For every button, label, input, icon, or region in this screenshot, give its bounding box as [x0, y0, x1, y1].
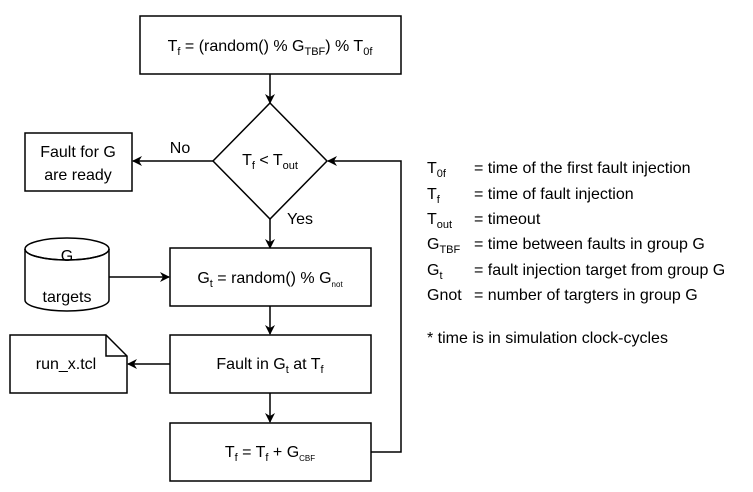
cylinder-line2: targets	[43, 289, 92, 306]
legend-row: T0f = time of the first fault injection	[427, 160, 691, 180]
edge-loop-back	[327, 156, 402, 453]
legend-symbol-sub: f	[436, 194, 440, 206]
legend-row: GTBF = time between faults in group G	[427, 236, 705, 256]
legend-row: Gt = fault injection target from group G	[427, 262, 726, 282]
ready-line1: Fault for G	[40, 144, 116, 161]
legend-definition: = time of the first fault injection	[474, 160, 691, 177]
file-name: run_x.tcl	[36, 356, 96, 373]
decision-label: Tf < Tout	[242, 152, 298, 172]
init-box	[139, 15, 402, 75]
inject-box	[169, 334, 372, 394]
select-box	[169, 247, 372, 307]
legend-symbol: G	[427, 262, 440, 279]
update-label: Tf = Tf + GCBF	[225, 444, 315, 464]
legend-symbol: G	[427, 236, 440, 253]
legend-symbol: T	[427, 186, 437, 203]
legend-row: Tout = timeout	[427, 211, 541, 231]
legend-row: Gnot = number of targters in group G	[427, 287, 698, 305]
ready-box	[24, 132, 133, 192]
legend-definition: = number of targters in group G	[474, 287, 698, 304]
legend-symbol-sub: out	[436, 219, 453, 231]
yes-label: Yes	[287, 211, 313, 228]
legend-symbol-sub: TBF	[439, 244, 461, 256]
legend-symbol-sub: 0f	[436, 168, 446, 180]
inject-label: Fault in Gt at Tf	[216, 356, 324, 376]
legend-definition: = time of fault injection	[474, 186, 634, 203]
legend-symbol: Gnot	[427, 287, 462, 304]
select-label: Gt = random() % Gnot	[197, 270, 343, 290]
update-box	[169, 422, 372, 482]
init-label: Tf = (random() % GTBF) % T0f	[168, 38, 374, 58]
legend-definition: = timeout	[474, 211, 541, 228]
ready-line2: are ready	[44, 167, 112, 184]
legend-definition: = time between faults in group G	[474, 236, 705, 253]
file-fold	[105, 335, 127, 357]
legend-symbol: T	[427, 160, 437, 177]
legend-definition: = fault injection target from group G	[474, 262, 726, 279]
file-shape	[9, 334, 128, 394]
legend-note: * time is in simulation clock-cycles	[427, 330, 668, 347]
targets-cylinder	[24, 237, 110, 312]
legend-row: Tf = time of fault injection	[427, 186, 634, 206]
cylinder-line1: G	[61, 248, 73, 265]
legend-symbol-sub: t	[439, 270, 443, 282]
legend-symbol: T	[427, 211, 437, 228]
no-label: No	[170, 140, 191, 157]
